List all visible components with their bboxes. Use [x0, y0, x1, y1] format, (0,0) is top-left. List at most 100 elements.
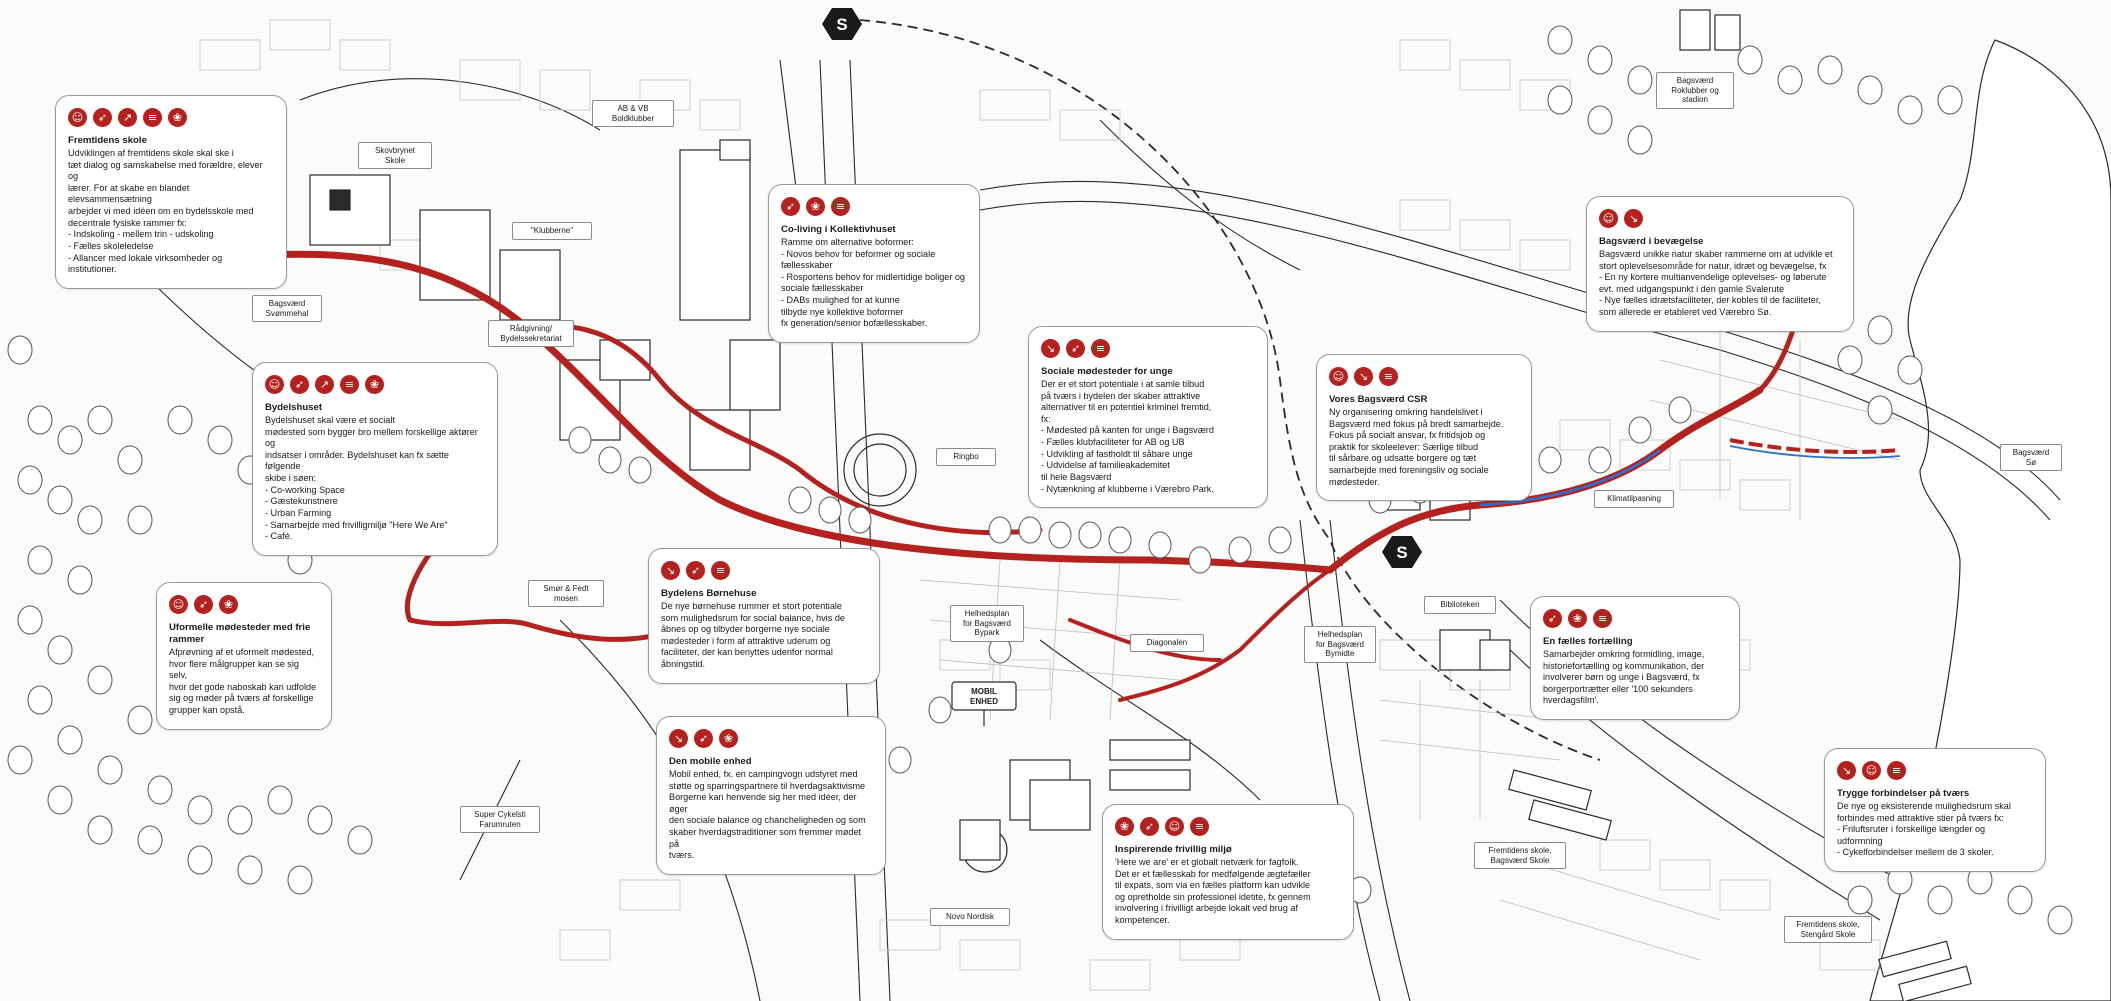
- runner-icon: ➶: [1066, 339, 1085, 358]
- label-helhedsplan-bymidte: Helhedsplan for Bagsværd Bymidte: [1304, 626, 1376, 663]
- snowflake-icon: ❀: [806, 197, 825, 216]
- snowflake-icon: ❀: [719, 729, 738, 748]
- station-badge-center: S: [1382, 536, 1422, 568]
- card-faelles-fortaelling: ➶❀≡ En fælles fortælling Samarbejder omk…: [1530, 596, 1740, 721]
- runner-icon: ➶: [694, 729, 713, 748]
- runner-icon: ➶: [1140, 817, 1159, 836]
- runner-icon: ➶: [290, 375, 309, 394]
- people-icon: ☺: [68, 108, 87, 127]
- card-uformelle: ☺ ➶ ❀ Uformelle mødesteder med frie rammer…: [156, 582, 332, 730]
- snowflake-icon: ❀: [365, 375, 384, 394]
- card-icons: ☺➶↗≡❀: [68, 108, 272, 127]
- red-route-south: [404, 527, 703, 642]
- tree-row-spine: [568, 396, 1692, 774]
- people-icon: ☺: [1599, 209, 1618, 228]
- stair-icon: ≡: [1091, 339, 1110, 358]
- buildings-foreground: [309, 9, 1972, 1001]
- blue-route-lake: [1729, 445, 1901, 459]
- card-title: Trygge forbindelser på tværs: [1837, 788, 1970, 799]
- runner-icon: ➶: [781, 197, 800, 216]
- runner-icon: ➶: [1543, 609, 1562, 628]
- card-title: Den mobile enhed: [669, 756, 752, 767]
- label-bibliotek: Biblioteken: [1424, 596, 1496, 614]
- card-icons: ☺ ➶ ↗ ≡ ❀: [265, 375, 483, 394]
- running-icon: ↗: [118, 108, 137, 127]
- card-icons: ↘ ➶ ≡: [661, 561, 865, 580]
- stair-icon: ≡: [1593, 609, 1612, 628]
- arrow-icon: ↘: [1354, 367, 1373, 386]
- arrow-icon: ↘: [661, 561, 680, 580]
- label-diagonalen: Diagonalen: [1130, 634, 1204, 652]
- stair-icon: ≡: [1379, 367, 1398, 386]
- label-roklubber: Bagsværd Roklubber og stadion: [1656, 72, 1734, 109]
- card-body: 'Here we are' er et globalt netværk for …: [1115, 856, 1311, 926]
- people-icon: ☺: [169, 595, 188, 614]
- station-badge-letter: S: [836, 15, 847, 34]
- people-icon: ☺: [1862, 761, 1881, 780]
- card-icons: ↘☺≡: [1837, 761, 2031, 780]
- card-bornehuse: ↘➶≡ Bydelens Børnehuse De nye børnehuse …: [648, 548, 880, 684]
- card-icons: ➶ ❀ ≡: [781, 197, 965, 216]
- label-klubberne: "Klubberne": [512, 222, 592, 240]
- people-icon: ☺: [265, 375, 284, 394]
- card-body: Bydelshuset skal være et socialt mødeste…: [265, 414, 478, 542]
- card-title: Sociale mødesteder for unge: [1041, 366, 1173, 377]
- snowflake-icon: ❀: [168, 108, 187, 127]
- card-icons: ❀➶☺≡: [1115, 817, 1339, 836]
- card-body: Ny organisering omkring handelslivet i B…: [1329, 406, 1504, 487]
- card-title: Fremtidens skole: [68, 135, 147, 146]
- card-icons: ↘➶≡: [1041, 339, 1253, 358]
- stair-icon: ≡: [711, 561, 730, 580]
- stair-icon: ≡: [143, 108, 162, 127]
- card-body: Udviklingen af fremtidens skole skal ske…: [68, 147, 263, 275]
- running-icon: ↗: [315, 375, 334, 394]
- card-title: Uformelle mødesteder med frie rammer: [169, 622, 311, 645]
- stair-icon: ≡: [831, 197, 850, 216]
- snowflake-icon: ❀: [1568, 609, 1587, 628]
- card-title: Bagsværd i bevægelse: [1599, 236, 1704, 247]
- arrow-icon: ↘: [1837, 761, 1856, 780]
- card-trygge: ↘☺≡ Trygge forbindelser på tværs De nye …: [1824, 748, 2046, 873]
- stair-icon: ≡: [1190, 817, 1209, 836]
- snowflake-icon: ❀: [219, 595, 238, 614]
- label-ringbo: Ringbo: [936, 448, 996, 466]
- label-bagsvaerd-so: Bagsværd Sø: [2000, 444, 2062, 472]
- card-title: Vores Bagsværd CSR: [1329, 394, 1428, 405]
- red-route-north: [527, 324, 1043, 535]
- card-co-living: ➶❀≡ Co-living i Kollektivhuset Ramme om …: [768, 184, 980, 343]
- arrow-icon: ↘: [1624, 209, 1643, 228]
- runner-icon: ➶: [194, 595, 213, 614]
- runner-icon: ➶: [686, 561, 705, 580]
- label-klimatilpasning: Klimatilpasning: [1594, 490, 1674, 508]
- card-title: Co-living i Kollektivhuset: [781, 224, 896, 235]
- station-badge-north: S: [822, 8, 862, 40]
- label-skovbrynet: Skovbrynet Skole: [358, 142, 432, 170]
- label-fremtidens-bagsvaerd: Fremtidens skole, Bagsværd Skole: [1474, 842, 1566, 870]
- red-route-lake: [1729, 438, 1901, 454]
- card-icons: ☺↘≡: [1329, 367, 1517, 386]
- card-bydelshuset: ☺ ➶ ↗ ≡ ❀ Bydelshuset Bydelshuset skal være …: [252, 362, 498, 556]
- card-icons: ☺ ➶ ❀: [169, 595, 317, 614]
- label-fremtidens-stengard: Fremtidens skole, Stengård Skole: [1784, 916, 1872, 944]
- card-inspirerende: ❀➶☺≡ Inspirerende frivillig miljø 'Here …: [1102, 804, 1354, 940]
- card-fremtidens-skole: ☺➶↗≡❀ Fremtidens skole Udviklingen af fr…: [55, 95, 287, 289]
- trees: [7, 25, 2073, 935]
- tree-cluster-west: [7, 335, 373, 895]
- tree-cluster-northeast: [1547, 25, 1963, 425]
- card-body: Samarbejder omkring formidling, image, h…: [1543, 648, 1705, 706]
- mobile-unit-sign-line-2: ENHED: [970, 697, 998, 706]
- card-body: De nye og eksisterende mulighedsrum skal…: [1837, 800, 2011, 858]
- card-title: Bydelens Børnehuse: [661, 588, 757, 599]
- card-body: Der er et stort potentiale i at samle ti…: [1041, 378, 1214, 494]
- card-body: Mobil enhed, fx. en campingvogn udstyret…: [669, 768, 866, 861]
- label-super-cykelsti: Super Cykelsti Farumruten: [460, 806, 540, 834]
- snowflake-icon: ❀: [1115, 817, 1134, 836]
- bagsvaerd-lake: [1869, 39, 2111, 1001]
- card-icons: ↘➶❀: [669, 729, 871, 748]
- card-title: Bydelshuset: [265, 402, 323, 413]
- label-smor-fedt: Smør & Fedt mosen: [528, 580, 604, 608]
- stair-icon: ≡: [340, 375, 359, 394]
- card-icons: ➶ ❀ ≡: [1543, 609, 1725, 628]
- red-route-bymidte: [1118, 568, 1332, 702]
